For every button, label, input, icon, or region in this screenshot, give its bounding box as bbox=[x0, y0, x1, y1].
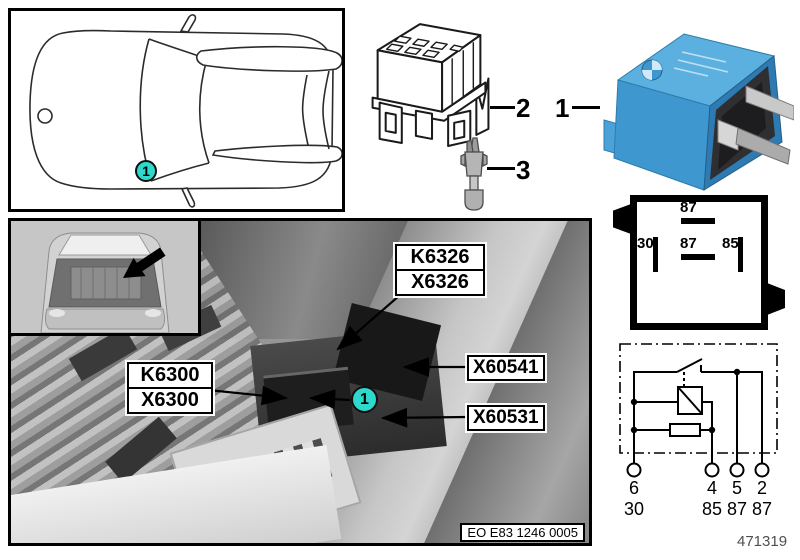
car-hood-emblem bbox=[37, 108, 53, 124]
callout-1[interactable]: 1 bbox=[555, 95, 569, 121]
callout-2-line bbox=[490, 106, 515, 109]
car-rear-window-outer bbox=[322, 70, 330, 150]
car-a-pillar-bottom bbox=[150, 162, 210, 182]
relay-blade-bottom bbox=[735, 127, 791, 165]
terminal-circles bbox=[626, 462, 770, 478]
terminal-base bbox=[464, 189, 484, 211]
photo-location-marker[interactable]: 1 bbox=[351, 386, 378, 413]
label-k6300-line2: X6300 bbox=[129, 387, 211, 412]
label-x60541[interactable]: X60541 bbox=[467, 355, 545, 381]
schematic-terminal-name: 87 bbox=[727, 499, 747, 518]
callout-3-line bbox=[487, 167, 515, 170]
car-mirror-right bbox=[180, 187, 196, 208]
socket-top-slots bbox=[385, 35, 464, 59]
label-k6326-line2: X6326 bbox=[397, 269, 483, 294]
terminal-wing-right bbox=[482, 152, 488, 168]
switch-blade bbox=[676, 358, 703, 373]
callout-2-label: 2 bbox=[516, 93, 531, 123]
callout-1-line bbox=[572, 106, 600, 109]
inset-headlight-right bbox=[145, 309, 161, 317]
engine-bay-photo: K6326 X6326 K6300 X6300 X60541 X60531 1 … bbox=[8, 218, 592, 546]
relay-circuit-schematic: 6 4 5 2 30 85 87 87 bbox=[619, 343, 778, 518]
callout-3[interactable]: 3 bbox=[516, 157, 530, 183]
junction-dots bbox=[630, 368, 741, 434]
wire-coil-right bbox=[702, 401, 713, 463]
schematic-pin-number: 2 bbox=[757, 478, 767, 498]
car-top-view-drawing bbox=[29, 14, 343, 208]
schematic-terminal-name: 85 bbox=[702, 499, 722, 518]
bmw-roundel-quadrant bbox=[642, 70, 652, 80]
pin-assignment-diagram: 87 30 87 85 bbox=[630, 195, 768, 330]
inset-windshield bbox=[58, 234, 152, 256]
coil-diagonal bbox=[677, 386, 703, 415]
pin-87-top-bar bbox=[681, 218, 715, 224]
car-location-panel: 1 bbox=[8, 8, 345, 212]
relay-metal-block bbox=[717, 119, 739, 151]
pinbox-latch-left bbox=[613, 204, 631, 234]
document-number: 471319 bbox=[737, 533, 788, 550]
inset-bumper bbox=[44, 308, 166, 330]
relay-socket-drawing bbox=[371, 23, 490, 147]
label-k6300[interactable]: K6300 X6300 bbox=[127, 362, 213, 414]
label-k6300-line1: K6300 bbox=[140, 364, 200, 386]
pin-30-bar bbox=[653, 237, 658, 272]
car-side-glass-top bbox=[195, 45, 343, 72]
car-roof-front-edge bbox=[198, 58, 210, 164]
callout-3-label: 3 bbox=[516, 155, 531, 185]
terminal-body bbox=[464, 151, 484, 177]
pin-85-bar bbox=[738, 237, 743, 272]
pinbox-latch-right bbox=[767, 283, 785, 315]
schematic-pin-number: 6 bbox=[629, 478, 639, 498]
label-k6326-line1: K6326 bbox=[410, 246, 470, 268]
relay-photo bbox=[603, 33, 794, 191]
schematic-terminal-name: 87 bbox=[752, 499, 772, 518]
schematic-pin-number: 5 bbox=[732, 478, 742, 498]
car-side-glass-bottom bbox=[211, 144, 343, 164]
engine-bay-inset bbox=[11, 221, 201, 336]
pin-87-top-label: 87 bbox=[680, 199, 697, 216]
schematic-pin-number: 4 bbox=[707, 478, 717, 498]
socket-leg-middle bbox=[414, 109, 434, 140]
callout-1-label: 1 bbox=[555, 93, 570, 123]
socket-leg-left-slot bbox=[384, 111, 397, 134]
inset-headlight-left bbox=[49, 309, 65, 317]
label-k6326[interactable]: K6326 X6326 bbox=[395, 244, 485, 296]
pin-85-label: 85 bbox=[722, 235, 739, 252]
pin-87-center-label: 87 bbox=[680, 235, 697, 252]
label-x60531[interactable]: X60531 bbox=[467, 405, 545, 431]
wire-30 bbox=[633, 371, 677, 463]
terminal-wing-left bbox=[460, 152, 466, 168]
terminal-neck bbox=[469, 175, 479, 191]
callout-2[interactable]: 2 bbox=[516, 95, 530, 121]
wire-87-right bbox=[701, 371, 763, 463]
resistor-symbol bbox=[669, 423, 701, 437]
inset-engine-ribs bbox=[80, 267, 130, 299]
relay-blade-top bbox=[745, 85, 794, 121]
schematic-terminal-name: 30 bbox=[624, 499, 644, 518]
relay-top-print-lines bbox=[673, 51, 729, 77]
terminal-pin-drawing bbox=[460, 137, 488, 211]
schematic-boundary bbox=[619, 343, 778, 454]
inset-car-front-drawing bbox=[40, 232, 170, 334]
bmw-roundel-quadrant bbox=[652, 60, 662, 70]
photo-location-marker-label: 1 bbox=[360, 390, 369, 408]
photo-reference-stamp: EO E83 1246 0005 bbox=[460, 523, 585, 542]
socket-leg-right-slot bbox=[453, 119, 466, 140]
car-location-marker[interactable]: 1 bbox=[135, 160, 157, 182]
inset-location-arrow-icon bbox=[123, 247, 166, 278]
socket-side-grooves bbox=[451, 42, 475, 105]
car-location-marker-label: 1 bbox=[142, 163, 150, 179]
car-mirror-left bbox=[179, 14, 197, 33]
car-rear-window-inner bbox=[301, 74, 309, 146]
pin-87-center-bar bbox=[681, 254, 715, 260]
pin-30-label: 30 bbox=[637, 235, 654, 252]
